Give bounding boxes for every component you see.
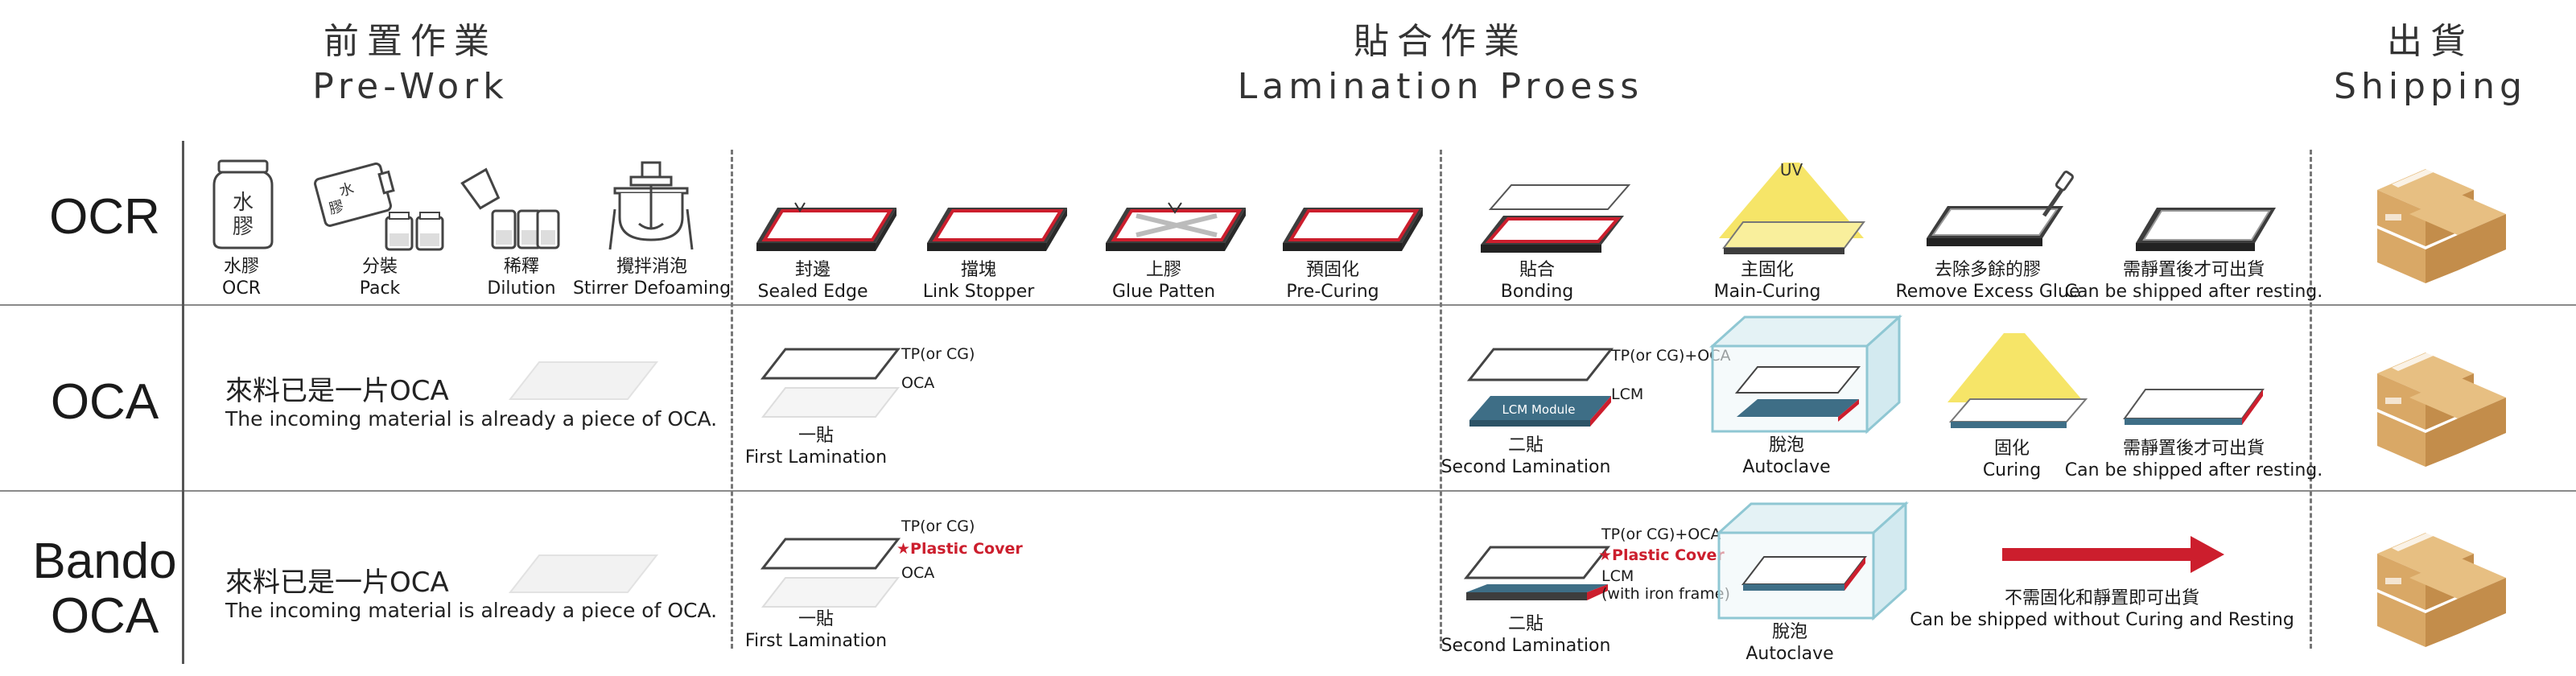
oca-incoming-note: 來料已是一片OCA The incoming material is alrea…	[225, 375, 717, 431]
lcm-module-label: LCM Module	[1502, 402, 1575, 417]
svg-text:膠: 膠	[233, 215, 253, 239]
oca-curing-icon	[1947, 333, 2088, 428]
oca-autoclave-icon	[1709, 314, 1902, 435]
svg-text:水: 水	[337, 180, 356, 200]
header-prework-zh: 前置作業	[324, 21, 497, 62]
row-label-bando: Bando OCA	[16, 534, 193, 644]
row-label-oca: OCA	[50, 374, 159, 430]
bando-first-plastic-label: ★Plastic Cover	[896, 540, 1023, 558]
section-divider-1	[731, 150, 733, 649]
bonding-panel	[1481, 184, 1631, 253]
bando-incoming-note: 來料已是一片OCA The incoming material is alrea…	[225, 567, 717, 623]
bando-first-lamination-icon	[760, 538, 901, 608]
remove-glue-icon	[1927, 171, 2074, 246]
glue-pattern-panel	[1106, 202, 1246, 251]
section-divider-2	[1440, 150, 1442, 649]
bando-second-top-label: TP(or CG)+OCA	[1601, 526, 1721, 543]
uv-curing-icon: UV	[1719, 160, 1865, 254]
header-lamination: 貼合作業 Lamination Proess	[1175, 19, 1706, 109]
label-column-divider	[182, 141, 184, 664]
header-shipping-en: Shipping	[2334, 66, 2527, 107]
bando-oca-sheet-icon	[508, 554, 659, 593]
link-stopper-panel	[927, 208, 1067, 251]
dilution-icon	[460, 167, 560, 249]
oca-second-bottom-label: LCM	[1611, 385, 1644, 403]
oca-first-top-label: TP(or CG)	[901, 345, 975, 363]
header-shipping: 出貨 Shipping	[2318, 19, 2543, 109]
uv-label: UV	[1780, 160, 1803, 179]
oca-incoming-zh: 來料已是一片OCA	[225, 375, 449, 407]
stirrer-icon	[608, 161, 694, 250]
bottle-label-text: 水	[233, 191, 253, 215]
bando-autoclave-icon	[1716, 501, 1909, 621]
oca-second-lamination-icon: LCM Module	[1466, 348, 1614, 427]
bando-first-top-label: TP(or CG)	[901, 517, 975, 535]
bando-incoming-zh: 來料已是一片OCA	[225, 567, 449, 599]
oca-sheet-icon	[508, 361, 659, 400]
red-arrow-icon	[2002, 536, 2224, 573]
header-prework-en: Pre-Work	[312, 66, 509, 107]
bando-second-lamination-icon	[1463, 546, 1611, 600]
header-shipping-zh: 出貨	[2387, 21, 2474, 62]
row-label-ocr: OCR	[49, 189, 160, 245]
glue-bag-icon: 水 膠	[314, 162, 444, 251]
header-lamination-en: Lamination Proess	[1237, 66, 1644, 107]
bando-second-bottom2-label: (with iron frame)	[1601, 585, 1730, 603]
sealed-edge-panel	[756, 202, 896, 251]
resting-panel-ocr	[2136, 208, 2276, 251]
row-label-bando-line2: OCA	[50, 588, 159, 644]
shipping-boxes-icon-oca	[2377, 347, 2506, 467]
oca-resting-icon	[2123, 389, 2265, 425]
oca-first-bottom-label: OCA	[901, 374, 935, 392]
row-divider-2	[0, 490, 2576, 492]
bando-first-bottom-label: OCA	[901, 564, 935, 582]
shipping-boxes-icon-bando	[2377, 527, 2506, 647]
oca-first-lamination-icon	[760, 348, 901, 418]
pre-curing-panel	[1283, 208, 1423, 251]
bando-incoming-en: The incoming material is already a piece…	[225, 599, 718, 622]
shipping-boxes-icon-ocr	[2377, 163, 2506, 283]
row-divider-1	[0, 304, 2576, 306]
glue-bottle-icon: 水 膠	[212, 159, 274, 249]
svg-text:膠: 膠	[328, 198, 346, 218]
header-lamination-zh: 貼合作業	[1354, 21, 1527, 62]
oca-second-top-label: TP(or CG)+OCA	[1611, 347, 1731, 365]
header-prework: 前置作業 Pre-Work	[266, 19, 555, 109]
bando-second-bottom-label: LCM	[1601, 567, 1634, 585]
bando-second-plastic-label: ★Plastic Cover	[1598, 546, 1725, 564]
row-label-bando-line1: Bando	[32, 534, 177, 589]
section-divider-3	[2310, 150, 2312, 649]
oca-incoming-en: The incoming material is already a piece…	[225, 407, 718, 431]
